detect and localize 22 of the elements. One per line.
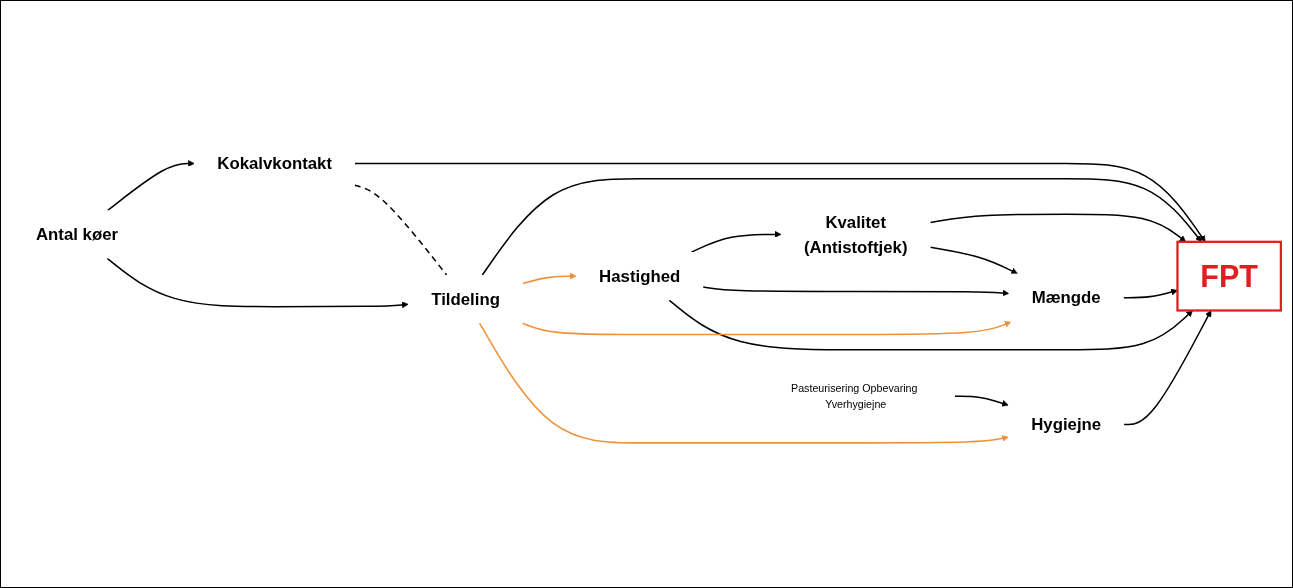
node-text: Tildeling: [430, 289, 500, 309]
arrow: [701, 286, 1009, 297]
node-text: Kvalitet (Antistoftjek): [803, 212, 907, 257]
arrow: [481, 177, 1202, 276]
node-text: Pasteurisering Opbevaring Yverhygiejne: [790, 381, 917, 411]
node-text: Mængde: [1031, 288, 1101, 308]
arrow: [953, 395, 1009, 407]
arrow: [478, 322, 1009, 444]
node-text: Hastighed: [598, 266, 680, 286]
arrow: [521, 272, 576, 285]
node-box: FPT: [1175, 240, 1282, 312]
arrow: [667, 299, 1193, 351]
arrow: [106, 160, 195, 212]
node-text: Hygiejne: [1030, 415, 1101, 435]
arrow: [105, 257, 409, 309]
arrow: [690, 231, 781, 253]
arrow: [929, 246, 1018, 274]
connector: [353, 184, 447, 276]
node-text: Kokalvkontakt: [216, 153, 332, 173]
arrow: [521, 321, 1011, 336]
arrow: [1122, 310, 1211, 426]
node-text: Antal køer: [35, 224, 118, 244]
